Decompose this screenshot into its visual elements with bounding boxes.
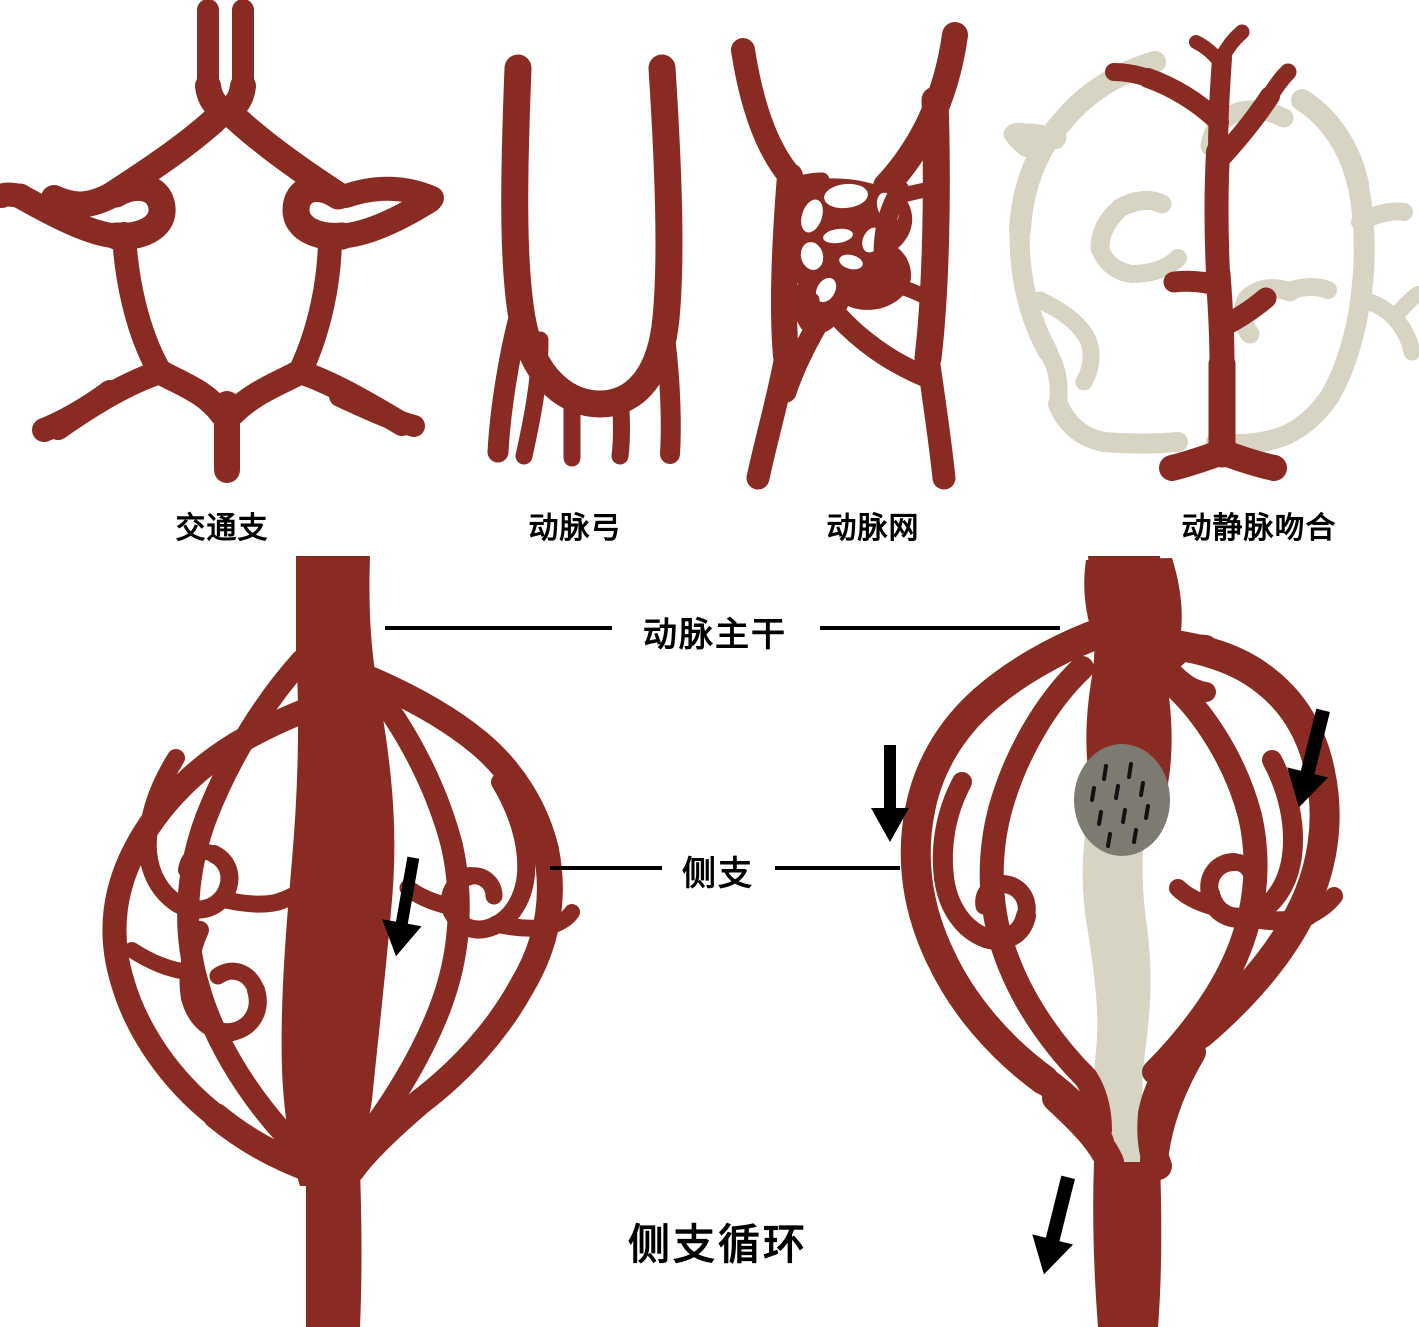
- arrow-right-collateral-flow: [1287, 708, 1330, 808]
- panel-av-anastomosis-veins: [1003, 51, 1419, 454]
- thrombus-speckles: [1090, 762, 1150, 848]
- panel-occluded-circulation-art: [900, 556, 1343, 1327]
- panel-av-anastomosis-artery: [1105, 24, 1297, 481]
- panel-arterial-arch-art: [487, 54, 683, 467]
- callout-leader-lines: [385, 626, 1060, 870]
- thrombus-plaque: [1074, 744, 1170, 856]
- arrow-right-distal-flow: [1032, 1175, 1075, 1275]
- flow-arrows: [382, 708, 1330, 1275]
- panel-label-arterial-network: 动脉网: [826, 512, 920, 545]
- panel-communicating-branch-art: [0, 0, 444, 483]
- arrow-left-main-flow: [382, 856, 422, 957]
- panel-normal-circulation-art: [102, 556, 580, 1327]
- panel-label-av-anastomosis: 动静脉吻合: [1181, 512, 1337, 545]
- callout-label-collateral-branch: 侧支: [672, 846, 764, 895]
- panel-arterial-network-art: [731, 22, 968, 490]
- figure-title: 侧支循环: [627, 1221, 809, 1268]
- panel-label-arterial-arch: 动脉弓: [528, 512, 622, 545]
- arrow-right-trunk-block: [871, 745, 909, 842]
- callout-label-main-artery-trunk: 动脉主干: [633, 607, 797, 656]
- panel-label-communicating-branch: 交通支: [175, 512, 269, 545]
